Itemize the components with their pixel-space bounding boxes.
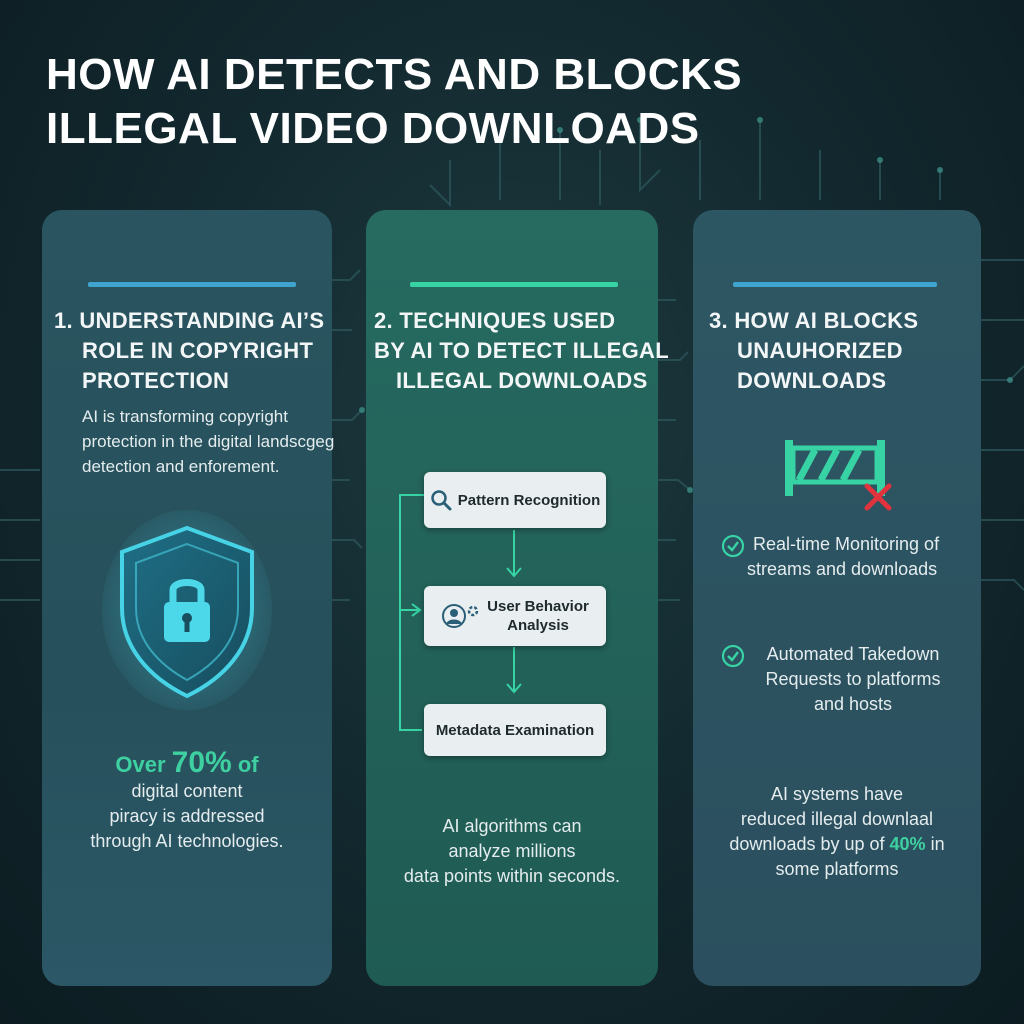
stat-line: AI systems have (770, 784, 904, 804)
footer-line: analyze millions (448, 841, 576, 861)
panel3-heading-line: DOWNLOADS (737, 368, 887, 393)
panel-copyright-role: 1. UNDERSTANDING AI’S ROLE IN COPYRIGHT … (42, 210, 334, 986)
takedown-item-line: Automated Takedown (766, 644, 940, 664)
panel2-heading-line: ILLEGAL DOWNLOADS (396, 368, 648, 393)
flow-connectors (399, 494, 522, 731)
panel2-heading: 2. TECHNIQUES USED BY AI TO DETECT ILLEG… (374, 306, 669, 396)
panel-accent-rule (88, 282, 296, 287)
shield-lock-icon (102, 510, 272, 710)
panel1-heading-line: ROLE IN COPYRIGHT (82, 338, 314, 363)
panel3-statistic: AI systems have reduced illegal downlaal… (693, 782, 981, 882)
stat-line: through AI technologies. (90, 831, 284, 851)
panel1-description-line: AI is transforming copyright (82, 407, 288, 426)
panel1-heading-line: 1. UNDERSTANDING AI’S (54, 308, 325, 333)
step-metadata-examination: Metadata Examination (424, 704, 606, 756)
panel1-description-line: detection and enforement. (82, 457, 280, 476)
panel3-heading: 3. HOW AI BLOCKS UNAUHORIZED DOWNLOADS (709, 306, 918, 396)
panel3-heading-line: 3. HOW AI BLOCKS (709, 308, 919, 333)
stat-suffix: of (231, 752, 259, 777)
panel-accent-rule (410, 282, 618, 287)
barrier-icon (781, 436, 897, 512)
step-label-line: Analysis (507, 617, 569, 634)
takedown-item-line: and hosts (813, 694, 893, 714)
page-title-line-2: ILLEGAL VIDEO DOWNLOADS (46, 104, 700, 153)
takedown-item: Automated Takedown Requests to platforms… (721, 642, 961, 717)
panel-accent-rule (733, 282, 937, 287)
panel1-heading: 1. UNDERSTANDING AI’S ROLE IN COPYRIGHT … (54, 306, 324, 396)
stat-line: reduced illegal downlaal (740, 809, 934, 829)
step-pattern-recognition: Pattern Recognition (424, 472, 606, 528)
stat-value: 40% (889, 834, 926, 854)
footer-line: AI algorithms can (442, 816, 582, 836)
panel-detection-techniques: 2. TECHNIQUES USED BY AI TO DETECT ILLEG… (366, 210, 669, 986)
panel1-statistic: Over 70% of digital content piracy is ad… (42, 748, 332, 854)
panel3-heading-line: UNAUHORIZED (737, 338, 903, 363)
panel-blocking-methods: 3. HOW AI BLOCKS UNAUHORIZED DOWNLOADS R… (693, 210, 981, 986)
monitoring-item: Real-time Monitoring of streams and down… (721, 532, 939, 582)
step-label-line: User Behavior (487, 598, 589, 615)
stat-line: in (925, 834, 945, 854)
panel2-footer: AI algorithms can analyze millions data … (366, 814, 658, 889)
stat-line: piracy is addressed (109, 806, 265, 826)
panel1-heading-line: PROTECTION (82, 368, 230, 393)
step-label: User Behavior Analysis (487, 597, 589, 635)
stat-line: some platforms (775, 859, 899, 879)
search-icon (430, 489, 452, 511)
step-label: Metadata Examination (435, 721, 595, 739)
user-gear-icon (441, 602, 481, 630)
monitoring-item-line: streams and downloads (747, 559, 938, 579)
footer-line: data points within seconds. (403, 866, 621, 886)
stat-prefix: Over (115, 752, 172, 777)
panel2-heading-line: BY AI TO DETECT ILLEGAL (374, 338, 669, 363)
step-label: Pattern Recognition (457, 491, 601, 509)
monitoring-item-line: Real-time Monitoring of (753, 534, 940, 554)
page-title: HOW AI DETECTS AND BLOCKS ILLEGAL VIDEO … (46, 48, 946, 156)
stat-value: 70% (171, 746, 232, 779)
panel1-description: AI is transforming copyright protection … (82, 404, 334, 479)
step-user-behavior-analysis: User Behavior Analysis (424, 586, 606, 646)
stat-line: downloads by up of (729, 834, 890, 854)
takedown-item-line: Requests to platforms (765, 669, 941, 689)
stat-line: digital content (131, 781, 243, 801)
page-title-line-1: HOW AI DETECTS AND BLOCKS (46, 50, 743, 99)
check-circle-icon (721, 644, 745, 668)
check-circle-icon (721, 534, 745, 558)
panel1-description-line: protection in the digital landscgeg (82, 432, 335, 451)
panel2-heading-line: 2. TECHNIQUES USED (374, 308, 616, 333)
